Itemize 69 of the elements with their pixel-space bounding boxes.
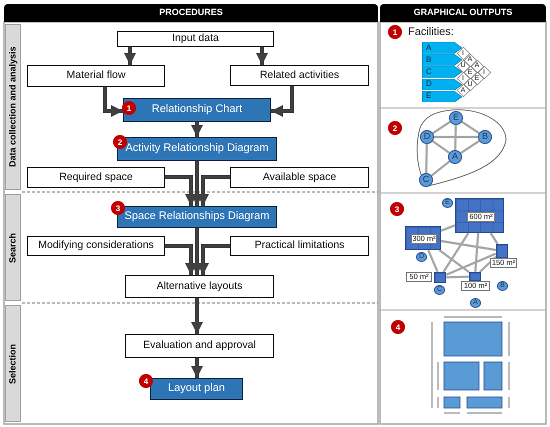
callout-number: 4	[391, 320, 405, 334]
activity-circle: D	[420, 130, 434, 144]
arrow	[191, 358, 203, 378]
callout-number: 2	[113, 135, 127, 149]
arrow	[256, 47, 268, 65]
connector-line	[490, 232, 499, 245]
facility-tag: E	[422, 90, 462, 102]
column-header: PROCEDURES	[4, 4, 378, 22]
callout-number: 1	[388, 25, 402, 39]
callout-number: 2	[388, 121, 402, 135]
process-box: Input data	[117, 31, 274, 47]
arrow	[124, 47, 136, 65]
connector-line	[425, 144, 428, 174]
process-box: Related activities	[230, 65, 369, 86]
process-box: Modifying considerations	[27, 236, 165, 256]
connector-line	[430, 160, 450, 177]
connector-line	[427, 250, 439, 272]
connector-line	[440, 240, 496, 252]
facility-tag: D	[422, 78, 462, 90]
arrow	[197, 175, 230, 206]
process-box: Available space	[230, 167, 369, 188]
process-box: Evaluation and approval	[125, 334, 274, 358]
arrow	[197, 244, 230, 275]
arrow	[165, 175, 197, 206]
process-box: Required space	[27, 167, 165, 188]
activity-circle: A	[448, 150, 462, 164]
space-block	[455, 198, 504, 233]
activity-circle: C	[419, 173, 433, 187]
connector-line	[440, 224, 456, 232]
activity-circle: E	[449, 111, 463, 125]
arrow	[165, 244, 197, 275]
facility-tag: A	[422, 42, 462, 54]
facility-tag: C	[422, 66, 462, 78]
highlighted-process-box: Layout plan	[150, 378, 243, 400]
panel-heading: Facilities:	[408, 25, 455, 39]
section-band: Data collection and analysis	[5, 24, 21, 190]
space-block	[405, 226, 441, 250]
facility-tag: B	[422, 54, 462, 66]
arrow	[191, 298, 203, 334]
arrow	[271, 86, 294, 117]
connector-line	[479, 256, 497, 273]
callout-number: 3	[111, 201, 125, 215]
callout-number: 4	[139, 374, 153, 388]
connector-line	[432, 140, 450, 154]
arrow	[191, 161, 203, 206]
space-block	[496, 244, 508, 258]
process-box: Practical limitations	[230, 236, 369, 256]
connector-line	[474, 232, 480, 272]
connector-line	[454, 124, 457, 150]
connector-line	[446, 276, 470, 278]
arrow	[103, 87, 123, 117]
process-box: Material flow	[27, 65, 165, 87]
connector-line	[442, 232, 470, 273]
process-box: Alternative layouts	[125, 275, 274, 298]
section-band: Search	[5, 194, 21, 301]
connector-line	[438, 249, 470, 273]
section-band: Selection	[5, 305, 21, 422]
column-header: GRAPHICAL OUTPUTS	[380, 4, 546, 22]
connector-line	[446, 252, 496, 276]
activity-circle: B	[478, 130, 492, 144]
callout-number: 3	[390, 202, 404, 216]
connector-line	[434, 136, 478, 138]
arrow	[191, 122, 203, 137]
arrow	[191, 228, 203, 275]
connector-line	[461, 120, 480, 134]
space-block	[469, 272, 481, 281]
space-block	[434, 272, 446, 283]
connector-line	[432, 120, 451, 134]
connector-line	[460, 140, 480, 154]
